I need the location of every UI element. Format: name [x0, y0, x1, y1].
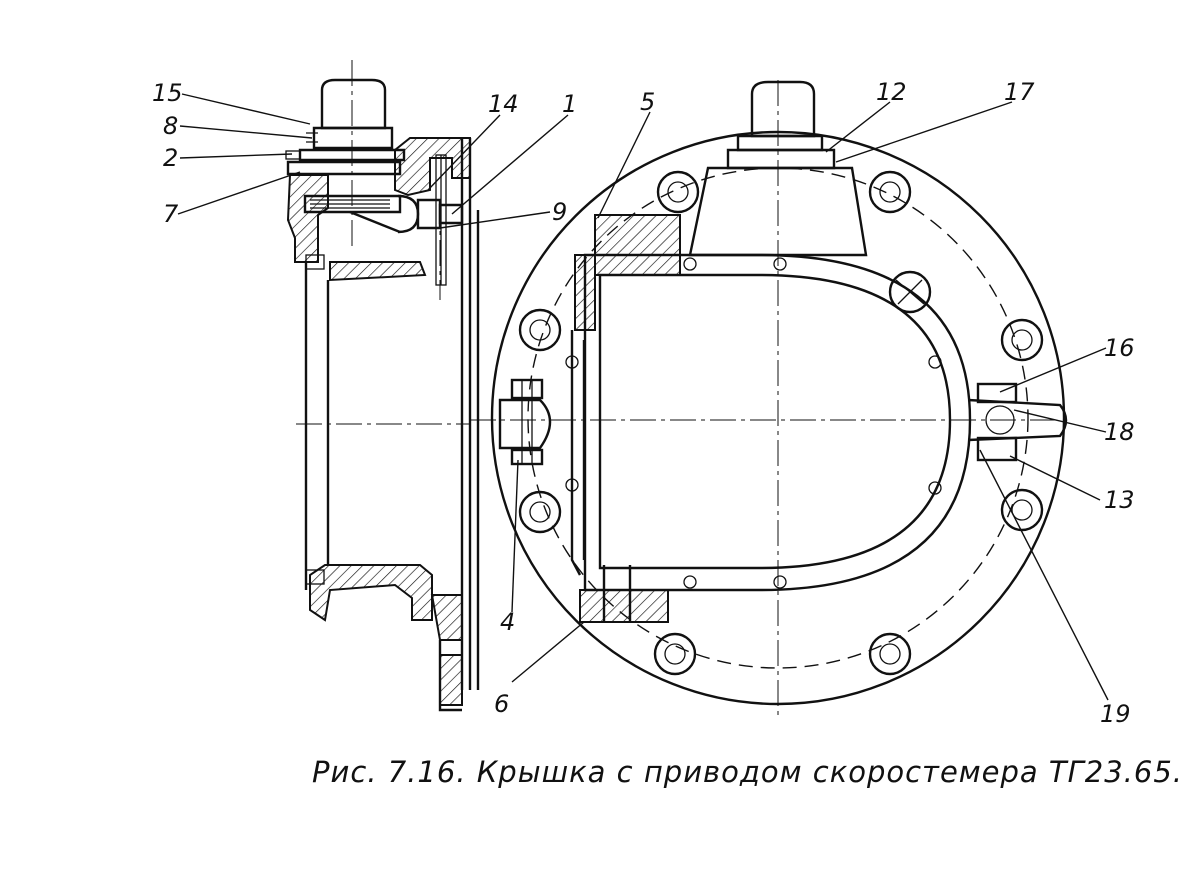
- callout-4: 4: [500, 608, 515, 636]
- callout-9: 9: [552, 198, 567, 226]
- callout-14: 14: [488, 90, 519, 118]
- leader-lines: [177, 93, 1109, 701]
- section-view: [285, 60, 480, 712]
- callout-5: 5: [640, 88, 655, 116]
- callout-17: 17: [1004, 78, 1035, 106]
- callout-16: 16: [1104, 334, 1135, 362]
- rivets: [565, 257, 942, 589]
- bolt-holes: [518, 170, 1044, 676]
- callout-6: 6: [494, 690, 509, 718]
- callout-19: 19: [1100, 700, 1131, 728]
- callout-labels: 15 8 2 7 14 1 9 5 12 17 16 18 13 4 6 19: [152, 78, 1135, 728]
- callout-7: 7: [163, 200, 179, 228]
- callout-15: 15: [152, 79, 183, 107]
- callout-18: 18: [1104, 418, 1135, 446]
- callout-2: 2: [163, 144, 178, 172]
- callout-8: 8: [163, 112, 178, 140]
- callout-13: 13: [1104, 486, 1135, 514]
- figure-caption: Рис. 7.16. Крышка с приводом скоростемер…: [312, 755, 1183, 789]
- callout-12: 12: [876, 78, 907, 106]
- callout-1: 1: [562, 90, 577, 118]
- front-view: [470, 80, 1068, 720]
